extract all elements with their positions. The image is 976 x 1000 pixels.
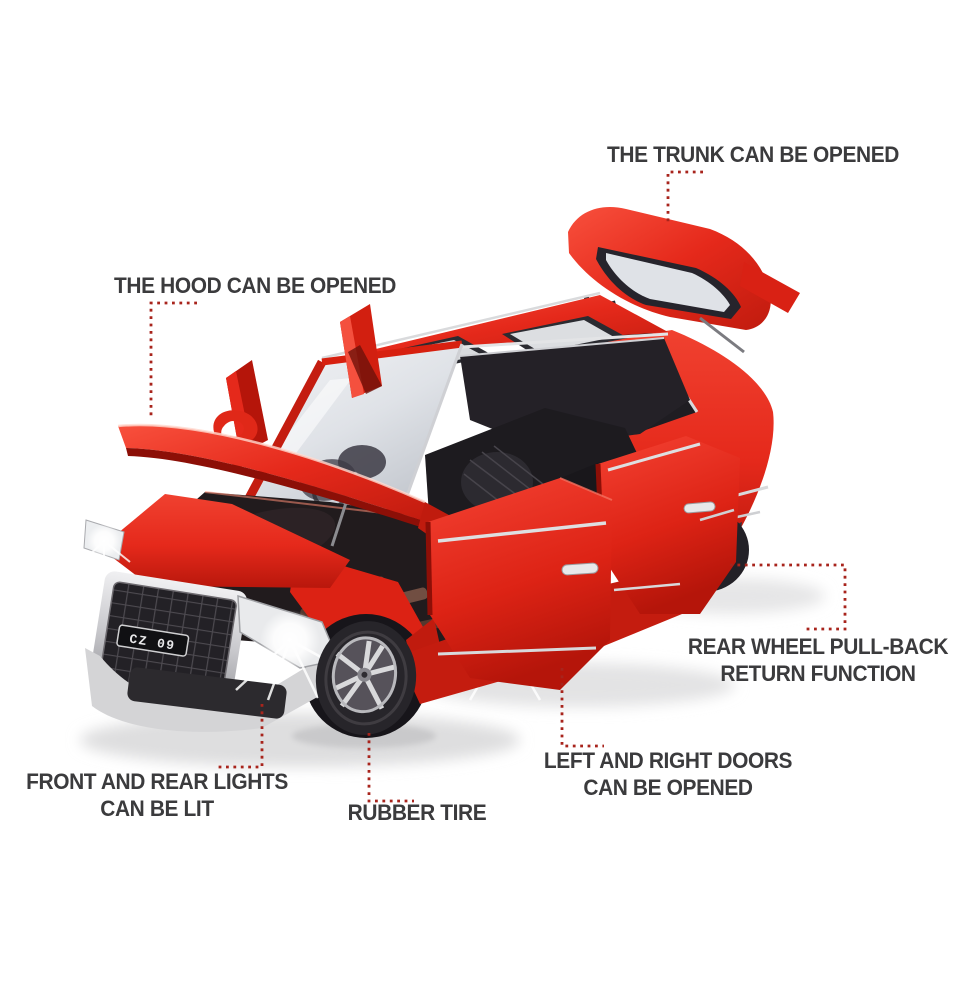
leader-trunk <box>666 170 703 224</box>
label-doors: LEFT AND RIGHT DOORS CAN BE OPENED <box>537 747 798 801</box>
label-hood: THE HOOD CAN BE OPENED <box>107 272 404 299</box>
label-doors-line1: LEFT AND RIGHT DOORS <box>543 748 793 773</box>
leader-hood <box>149 301 197 419</box>
label-trunk-line: THE TRUNK CAN BE OPENED <box>606 142 900 167</box>
license-plate-text: CZ 09 <box>128 632 176 654</box>
front-door-open <box>425 477 613 690</box>
label-tire: RUBBER TIRE <box>344 799 490 826</box>
label-doors-line2: CAN BE OPENED <box>583 775 753 800</box>
license-plate <box>116 624 190 657</box>
front-wheel <box>315 621 417 735</box>
front-body-band <box>100 494 350 588</box>
label-lights: FRONT AND REAR LIGHTS CAN BE LIT <box>19 768 295 822</box>
label-rear-wheel-line2: RETURN FUNCTION <box>720 661 916 686</box>
headlight-right <box>235 594 349 701</box>
left-door-fin-rear <box>340 304 382 398</box>
leader-doors <box>560 668 604 748</box>
grille: CZ 09 <box>89 571 248 708</box>
label-lights-line1: FRONT AND REAR LIGHTS <box>26 769 288 794</box>
label-trunk: THE TRUNK CAN BE OPENED <box>599 141 906 168</box>
label-lights-line2: CAN BE LIT <box>100 796 214 821</box>
roof-rail-near <box>461 332 669 349</box>
label-tire-line: RUBBER TIRE <box>347 800 487 825</box>
trunk-strut <box>699 316 745 354</box>
front-door-handle <box>561 562 599 576</box>
label-rear-wheel: REAR WHEEL PULL-BACK RETURN FUNCTION <box>681 633 955 687</box>
front-bumper <box>85 648 330 732</box>
rear-door-handle <box>683 501 716 514</box>
label-rear-wheel-line1: REAR WHEEL PULL-BACK <box>687 634 949 659</box>
a-pillar <box>236 359 326 518</box>
label-hood-line: THE HOOD CAN BE OPENED <box>114 273 396 298</box>
headlight-left <box>77 519 131 572</box>
leader-tire <box>367 733 414 803</box>
